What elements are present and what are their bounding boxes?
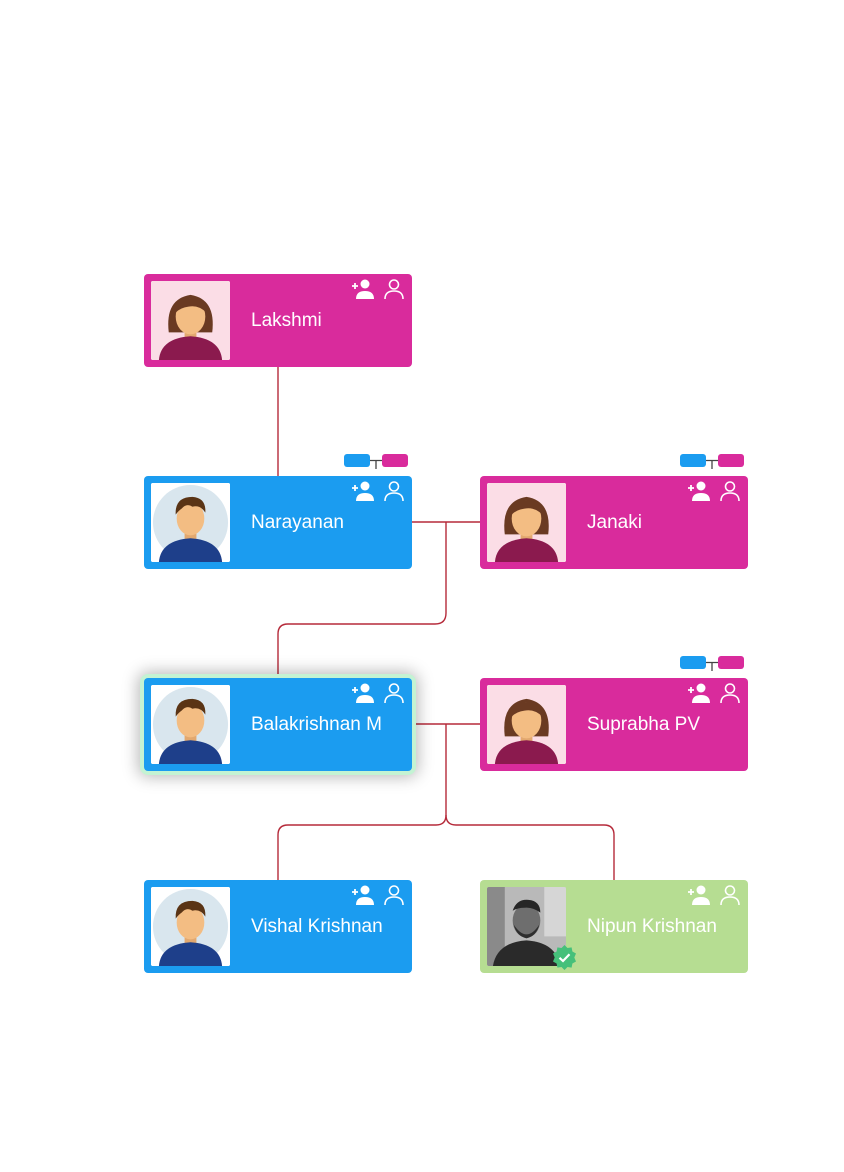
- add-person-icon[interactable]: [350, 279, 374, 299]
- add-person-icon[interactable]: [350, 683, 374, 703]
- person-outline-icon[interactable]: [382, 279, 406, 299]
- person-outline-icon[interactable]: [718, 885, 742, 905]
- member-name: Balakrishnan M: [251, 714, 382, 735]
- person-outline-icon[interactable]: [382, 683, 406, 703]
- add-person-icon[interactable]: [686, 481, 710, 501]
- spouse-link-icon[interactable]: [680, 655, 744, 671]
- add-person-icon[interactable]: [350, 481, 374, 501]
- female-avatar-icon: [487, 685, 566, 764]
- member-card-lakshmi[interactable]: Lakshmi: [144, 274, 412, 367]
- spouse-link-icon[interactable]: [680, 453, 744, 469]
- male-avatar-icon: [151, 685, 230, 764]
- member-card-vishal[interactable]: Vishal Krishnan: [144, 880, 412, 973]
- male-avatar-icon: [151, 483, 230, 562]
- member-name: Vishal Krishnan: [251, 916, 383, 937]
- verified-check-icon: [551, 944, 578, 971]
- member-name: Narayanan: [251, 512, 344, 533]
- person-outline-icon[interactable]: [718, 481, 742, 501]
- member-name: Suprabha PV: [587, 714, 701, 735]
- link-to-nipun: [445, 814, 615, 880]
- female-avatar-icon: [487, 483, 566, 562]
- person-outline-icon[interactable]: [382, 885, 406, 905]
- person-outline-icon[interactable]: [718, 683, 742, 703]
- add-person-icon[interactable]: [686, 885, 710, 905]
- photo-avatar: [487, 887, 566, 966]
- male-avatar-icon: [151, 887, 230, 966]
- member-card-nipun[interactable]: Nipun Krishnan: [480, 880, 748, 973]
- female-avatar-icon: [151, 281, 230, 360]
- member-name: Janaki: [587, 512, 642, 533]
- member-name: Nipun Krishnan: [587, 916, 717, 937]
- add-person-icon[interactable]: [350, 885, 374, 905]
- member-card-balakrishnan[interactable]: Balakrishnan M: [144, 678, 412, 771]
- member-name: Lakshmi: [251, 310, 322, 331]
- member-card-suprabha[interactable]: Suprabha PV: [480, 656, 748, 771]
- member-card-narayanan[interactable]: Narayanan: [144, 454, 412, 569]
- add-person-icon[interactable]: [686, 683, 710, 703]
- spouse-link-icon[interactable]: [344, 453, 408, 469]
- member-card-janaki[interactable]: Janaki: [480, 454, 748, 569]
- person-outline-icon[interactable]: [382, 481, 406, 501]
